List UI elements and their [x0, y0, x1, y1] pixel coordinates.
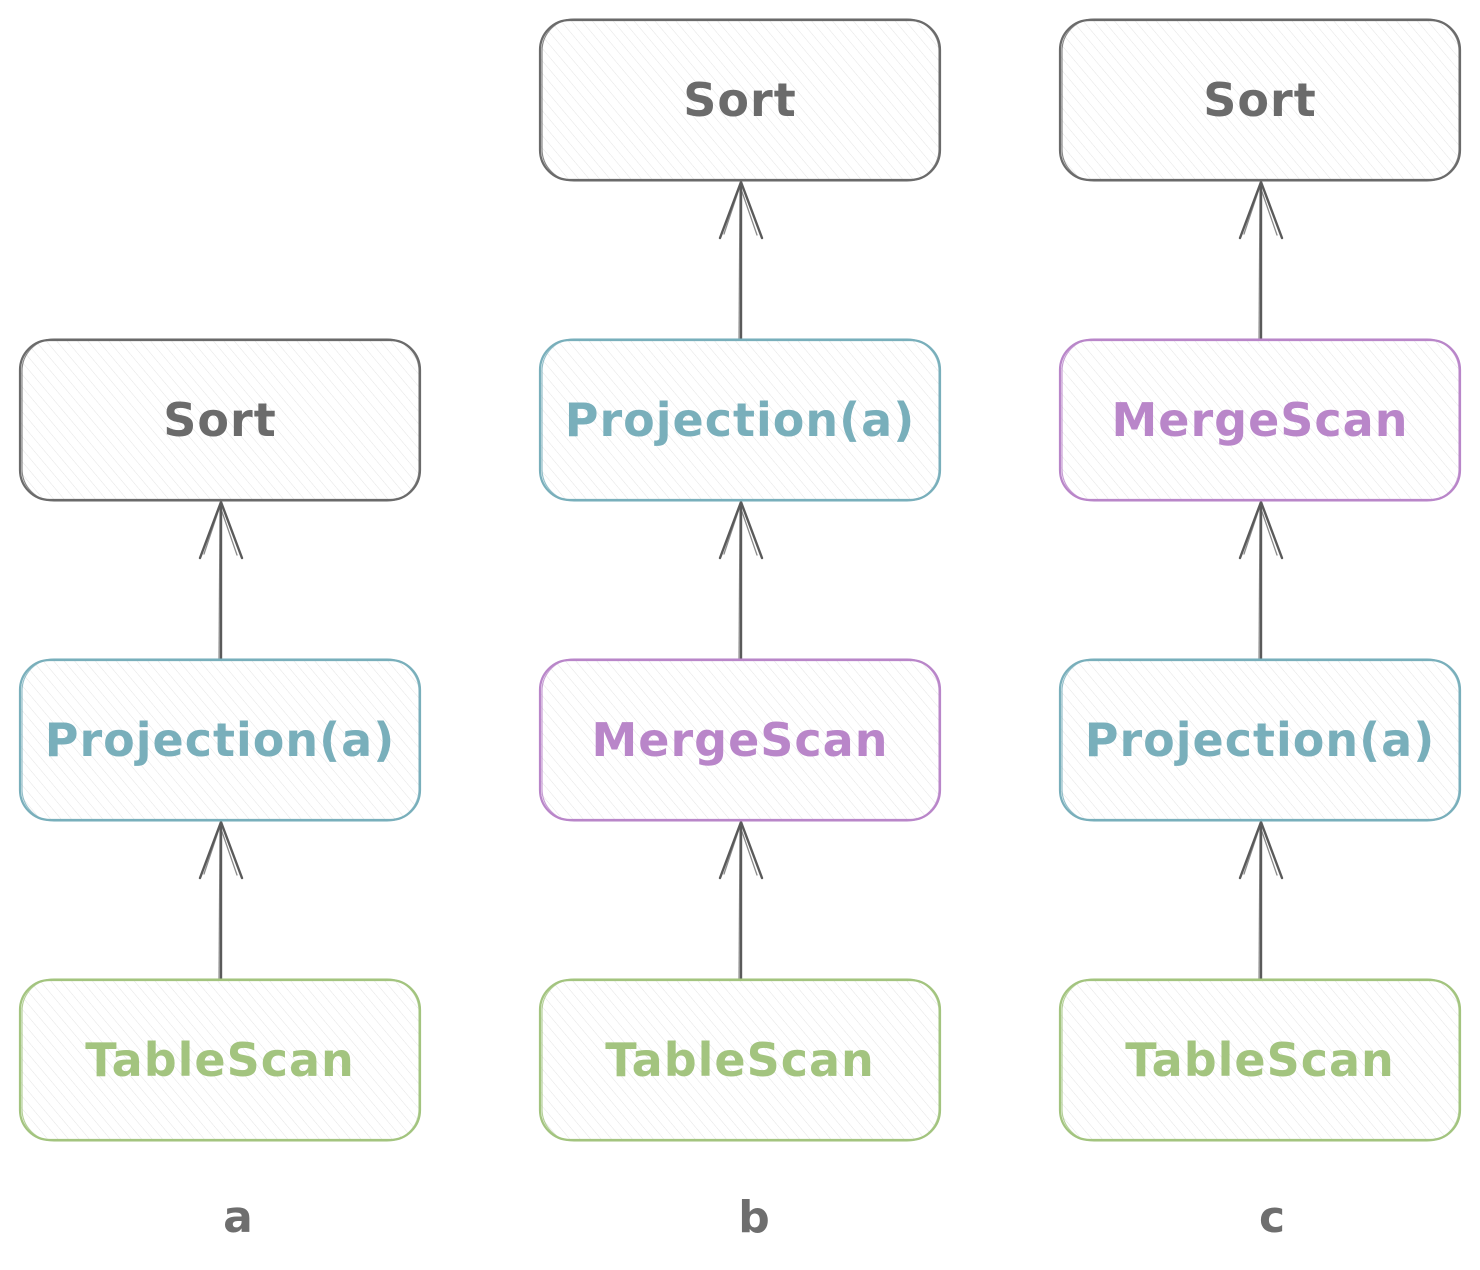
- node-label: Projection(a): [1085, 713, 1435, 767]
- node-sort: Sort: [538, 18, 942, 182]
- node-label: MergeScan: [592, 713, 889, 767]
- arrow-up: [718, 820, 764, 981]
- node-tablescan: TableScan: [1058, 978, 1462, 1142]
- node-sort: Sort: [1058, 18, 1462, 182]
- column-caption: b: [738, 1192, 770, 1243]
- arrow-up: [718, 180, 764, 341]
- node-label: Projection(a): [565, 393, 915, 447]
- node-label: TableScan: [1125, 1033, 1395, 1087]
- node-mergescan: MergeScan: [1058, 338, 1462, 502]
- arrow-up: [198, 500, 244, 661]
- node-sort: Sort: [18, 338, 422, 502]
- node-mergescan: MergeScan: [538, 658, 942, 822]
- arrow-up: [1238, 820, 1284, 981]
- node-label: Sort: [1203, 73, 1316, 127]
- node-label: Projection(a): [45, 713, 395, 767]
- node-projection: Projection(a): [1058, 658, 1462, 822]
- node-label: TableScan: [85, 1033, 355, 1087]
- node-label: Sort: [683, 73, 796, 127]
- arrow-up: [198, 820, 244, 981]
- arrow-up: [1238, 180, 1284, 341]
- node-label: TableScan: [605, 1033, 875, 1087]
- column-caption: c: [1259, 1192, 1285, 1243]
- node-label: MergeScan: [1112, 393, 1409, 447]
- node-label: Sort: [163, 393, 276, 447]
- arrow-up: [718, 500, 764, 661]
- node-projection: Projection(a): [18, 658, 422, 822]
- column-caption: a: [223, 1192, 253, 1243]
- node-tablescan: TableScan: [538, 978, 942, 1142]
- arrow-up: [1238, 500, 1284, 661]
- node-projection: Projection(a): [538, 338, 942, 502]
- node-tablescan: TableScan: [18, 978, 422, 1142]
